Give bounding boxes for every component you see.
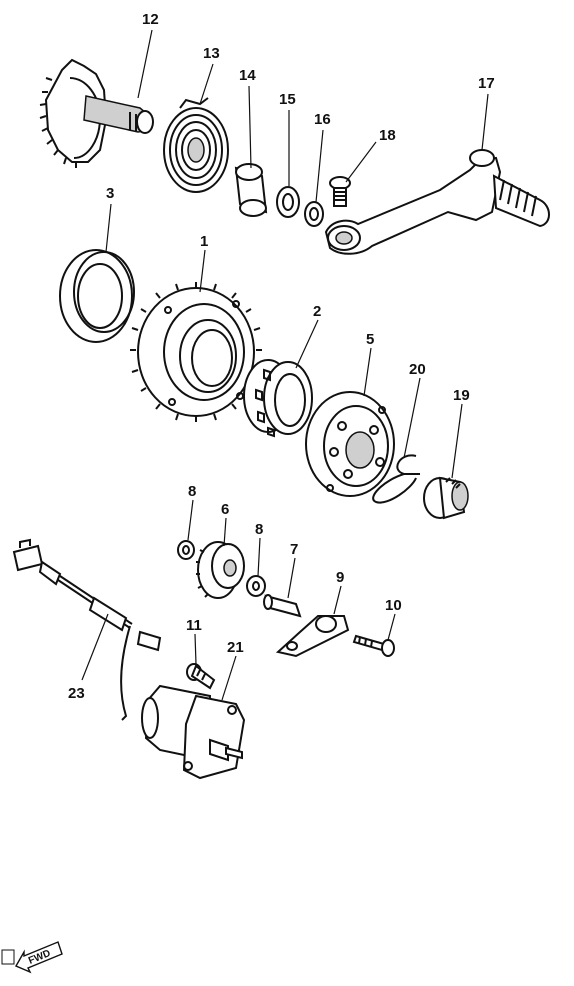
part-16-circlip xyxy=(304,201,324,227)
callout-13: 13 xyxy=(203,45,220,62)
part-15-washer xyxy=(276,186,300,218)
callout-6: 6 xyxy=(221,501,229,518)
callout-1: 1 xyxy=(200,233,208,250)
part-18-bolt xyxy=(329,176,351,207)
callout-5: 5 xyxy=(366,331,374,348)
part-14-collar xyxy=(234,163,268,217)
part-13-spring xyxy=(163,97,229,193)
part-21-starter-motor xyxy=(141,684,246,780)
fwd-indicator: FWD xyxy=(1,941,63,974)
callout-7: 7 xyxy=(290,541,298,558)
part-23-lead-wire xyxy=(12,538,162,721)
callout-10: 10 xyxy=(385,597,402,614)
callout-8a: 8 xyxy=(188,483,196,500)
callout-21: 21 xyxy=(227,639,244,656)
callout-8b: 8 xyxy=(255,521,263,538)
callout-15: 15 xyxy=(279,91,296,108)
part-19-pinion xyxy=(423,476,469,520)
callout-12: 12 xyxy=(142,11,159,28)
callout-16: 16 xyxy=(314,111,331,128)
callout-9: 9 xyxy=(336,569,344,586)
part-9-bracket xyxy=(275,615,350,658)
part-12-kick-gear xyxy=(39,58,154,168)
fwd-label: FWD xyxy=(27,948,52,967)
part-3-oil-seal xyxy=(59,249,135,343)
part-11-bolt xyxy=(186,663,216,690)
part-10-bolt xyxy=(352,634,395,657)
part-17-kick-lever xyxy=(324,149,550,255)
part-7-shaft xyxy=(263,594,302,618)
callout-18: 18 xyxy=(379,127,396,144)
part-2-oneway-clutch xyxy=(243,359,313,438)
callout-19: 19 xyxy=(453,387,470,404)
part-8-washer-b xyxy=(246,575,266,597)
callout-2: 2 xyxy=(313,303,321,320)
callout-20: 20 xyxy=(409,361,426,378)
callout-numbers: 12 13 14 15 16 17 18 3 1 2 5 20 19 8 6 8… xyxy=(68,11,495,702)
part-5-clutch-plate xyxy=(305,391,395,497)
callout-17: 17 xyxy=(478,75,495,92)
callout-14: 14 xyxy=(239,67,256,84)
callout-3: 3 xyxy=(106,185,114,202)
part-6-idle-gear xyxy=(196,541,245,599)
callout-23: 23 xyxy=(68,685,85,702)
part-1-starter-gear xyxy=(130,282,262,422)
leader-lines xyxy=(81,29,489,701)
part-8-washer-a xyxy=(177,540,195,560)
part-20-wire-clip xyxy=(372,454,420,504)
callout-11: 11 xyxy=(186,617,202,634)
